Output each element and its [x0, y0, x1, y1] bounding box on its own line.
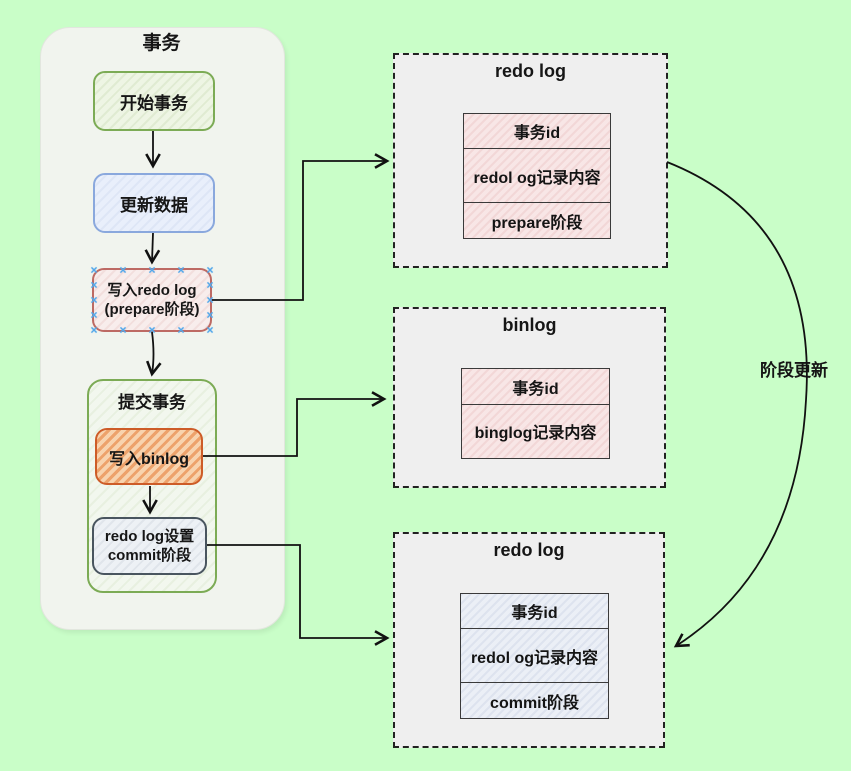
- redo-log-commit-panel[interactable]: redo log 事务id redol og记录内容 commit阶段: [393, 532, 665, 748]
- table-row-tx-id: 事务id: [460, 593, 609, 629]
- selection-handle[interactable]: ×: [119, 263, 127, 277]
- table-row-phase: prepare阶段: [463, 202, 611, 239]
- table-row-content: redol og记录内容: [460, 627, 609, 684]
- write-binlog-label: 写入binlog: [109, 450, 189, 468]
- selection-handle[interactable]: ×: [90, 323, 98, 337]
- table-row-tx-id: 事务id: [463, 113, 611, 149]
- prepare-label-line2: (prepare阶段): [104, 301, 200, 318]
- table-row-content: redol og记录内容: [463, 147, 611, 204]
- start-transaction-label: 开始事务: [120, 93, 188, 113]
- selection-handle[interactable]: ×: [90, 278, 98, 292]
- write-redo-prepare-node[interactable]: 写入redo log (prepare阶段) × × × × × × × × ×…: [90, 264, 214, 336]
- selection-handle[interactable]: ×: [148, 263, 156, 277]
- transaction-group-title: 事务: [142, 33, 181, 54]
- panel-title: redo log: [493, 540, 565, 560]
- start-transaction-node[interactable]: 开始事务: [93, 71, 215, 131]
- selection-handle[interactable]: ×: [90, 308, 98, 322]
- selection-handle[interactable]: ×: [206, 293, 214, 307]
- selection-handle[interactable]: ×: [90, 263, 98, 277]
- update-data-node[interactable]: 更新数据: [93, 173, 215, 233]
- selection-handle[interactable]: ×: [177, 323, 185, 337]
- prepare-label-line1: 写入redo log: [107, 281, 197, 299]
- redo-log-commit-table: 事务id redol og记录内容 commit阶段: [460, 593, 609, 719]
- set-commit-line1: redo log设置: [104, 527, 195, 545]
- write-binlog-node[interactable]: 写入binlog: [95, 428, 203, 485]
- table-row-tx-id: 事务id: [461, 368, 610, 405]
- selection-handle[interactable]: ×: [206, 308, 214, 322]
- panel-title: binlog: [502, 315, 557, 335]
- selection-handle[interactable]: ×: [206, 263, 214, 277]
- commit-transaction-label: 提交事务: [118, 393, 186, 412]
- selection-handle[interactable]: ×: [119, 323, 127, 337]
- selection-handle[interactable]: ×: [206, 323, 214, 337]
- selection-handle[interactable]: ×: [90, 293, 98, 307]
- binlog-panel[interactable]: binlog 事务id binglog记录内容: [393, 307, 666, 488]
- table-row-content: binglog记录内容: [461, 403, 610, 459]
- phase-update-curve: [666, 161, 808, 648]
- phase-update-label: 阶段更新: [760, 361, 828, 380]
- set-commit-line2: commit阶段: [107, 547, 192, 564]
- table-row-phase: commit阶段: [460, 682, 609, 719]
- update-data-label: 更新数据: [120, 195, 188, 215]
- selection-handle[interactable]: ×: [206, 278, 214, 292]
- redo-log-prepare-table: 事务id redol og记录内容 prepare阶段: [463, 113, 611, 239]
- redo-log-prepare-panel[interactable]: redo log 事务id redol og记录内容 prepare阶段: [393, 53, 668, 268]
- selection-handle[interactable]: ×: [148, 323, 156, 337]
- panel-title: redo log: [495, 61, 566, 81]
- binlog-table: 事务id binglog记录内容: [461, 368, 610, 459]
- selection-handle[interactable]: ×: [177, 263, 185, 277]
- redo-set-commit-node[interactable]: redo log设置 commit阶段: [92, 517, 207, 575]
